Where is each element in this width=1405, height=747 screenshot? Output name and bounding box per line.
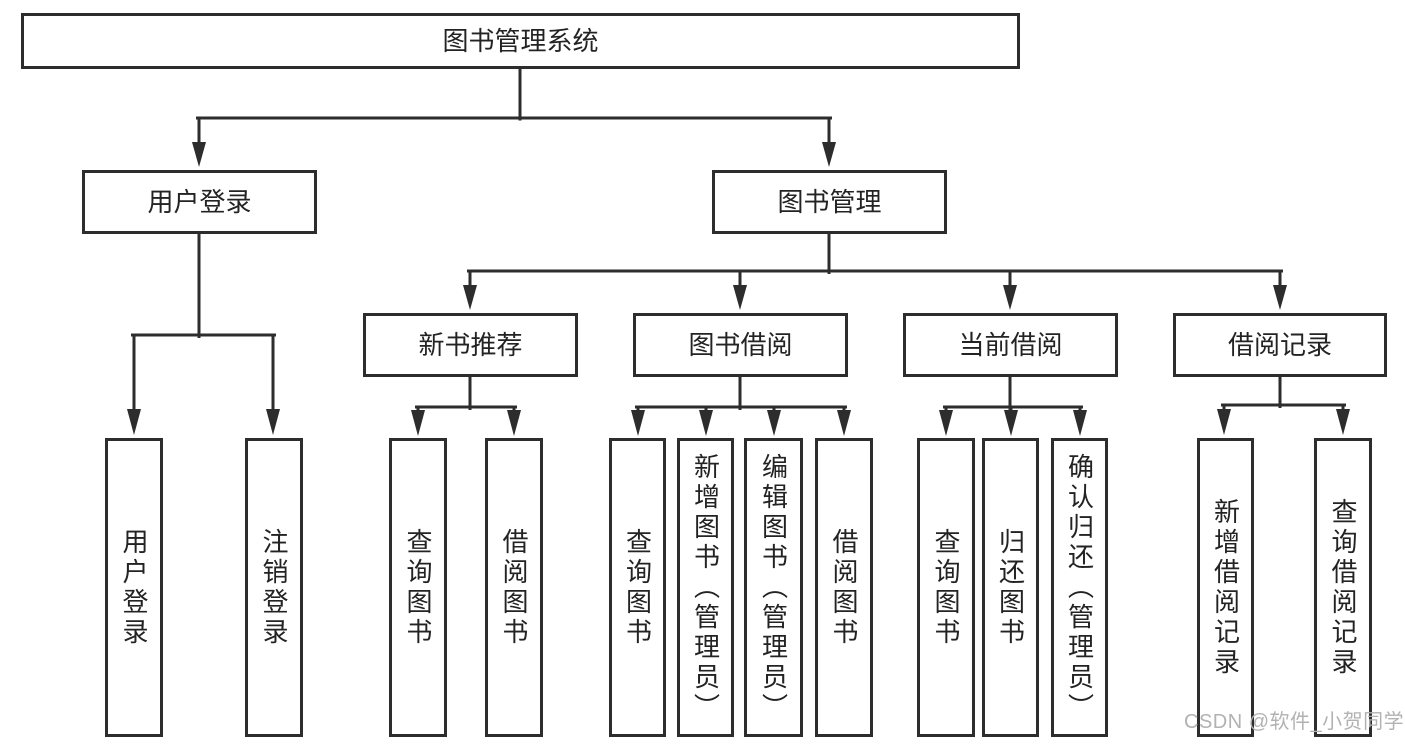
leaf-cb-confirm-return-admin: 确认归还（管理员） (1051, 438, 1108, 737)
leaf-cb-confirm-return-admin-label: 确认归还（管理员） (1064, 452, 1095, 723)
leaf-cb-return-books: 归还图书 (982, 438, 1039, 737)
leaf-bb-borrow-books-label: 借阅图书 (829, 527, 859, 648)
leaf-bb-add-books-admin-label: 新增图书（管理员） (690, 452, 721, 723)
leaf-br-add-record: 新增借阅记录 (1197, 438, 1254, 737)
leaf-user-login-label: 用户登录 (119, 527, 149, 648)
leaf-bb-query-books: 查询图书 (609, 438, 666, 737)
leaf-nbr-query-books: 查询图书 (389, 438, 447, 737)
leaf-bb-borrow-books: 借阅图书 (815, 438, 873, 737)
leaf-br-add-record-label: 新增借阅记录 (1210, 497, 1241, 678)
node-borrowing-records: 借阅记录 (1173, 313, 1387, 377)
node-user-login: 用户登录 (82, 170, 317, 234)
leaf-bb-query-books-label: 查询图书 (622, 527, 653, 648)
node-current-borrowing: 当前借阅 (903, 313, 1118, 377)
leaf-bb-add-books-admin: 新增图书（管理员） (677, 438, 734, 737)
leaf-logout: 注销登录 (245, 438, 303, 737)
leaf-nbr-borrow-books-label: 借阅图书 (499, 527, 529, 648)
node-book-management: 图书管理 (712, 170, 947, 234)
watermark: CSDN @软件_小贺同学 (1184, 711, 1405, 733)
leaf-cb-query-books-label: 查询图书 (931, 527, 961, 648)
leaf-cb-query-books: 查询图书 (917, 438, 975, 737)
leaf-nbr-query-books-label: 查询图书 (403, 527, 433, 648)
leaf-br-query-record-label: 查询借阅记录 (1328, 497, 1358, 678)
node-library-system: 图书管理系统 (21, 13, 1020, 69)
leaf-nbr-borrow-books: 借阅图书 (485, 438, 543, 737)
leaf-br-query-record: 查询借阅记录 (1314, 438, 1372, 737)
leaf-cb-return-books-label: 归还图书 (995, 527, 1026, 648)
leaf-logout-label: 注销登录 (259, 527, 289, 648)
leaf-bb-edit-books-admin: 编辑图书（管理员） (744, 438, 803, 737)
leaf-user-login: 用户登录 (105, 438, 163, 737)
node-book-borrowing: 图书借阅 (633, 313, 848, 377)
leaf-bb-edit-books-admin-label: 编辑图书（管理员） (758, 452, 789, 723)
node-new-book-recommend: 新书推荐 (363, 313, 578, 377)
